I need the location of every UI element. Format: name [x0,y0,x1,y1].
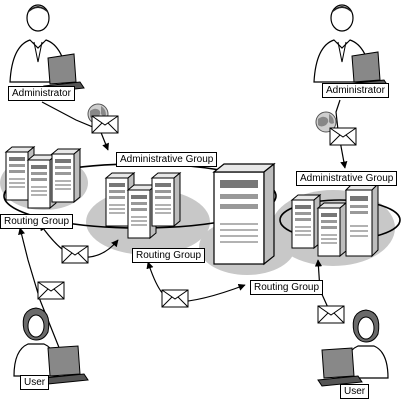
connector-admin-left [41,101,109,151]
server-icon [51,148,81,203]
connector-admin-right [335,99,348,169]
envelope-icon [161,289,189,308]
envelope-icon [317,305,345,324]
envelope-icon [91,115,119,134]
envelope-icon [37,281,65,300]
label-user-left: User [20,375,50,390]
person-icon [13,307,59,377]
label-admin-group-left: Administrative Group [116,152,218,167]
label-user-right: User [340,384,370,399]
laptop-icon [43,345,89,385]
laptop-icon [317,347,363,387]
label-routing-group-center: Routing Group [132,248,206,263]
person-icon [343,309,389,379]
label-administrator-left: Administrator [8,86,75,101]
connector-user-left [18,227,73,381]
label-routing-group-right: Routing Group [250,280,324,295]
server-icon [291,194,321,249]
label-administrator-right: Administrator [322,83,389,98]
label-routing-group-left: Routing Group [0,214,74,229]
envelope-icon [329,127,357,146]
server-icon [151,172,181,227]
person-icon [9,4,69,83]
label-admin-group-right: Administrative Group [296,171,398,186]
server-icon [317,202,347,257]
server-icon [344,182,380,258]
envelope-icon [61,245,89,264]
server-icon [212,162,276,266]
